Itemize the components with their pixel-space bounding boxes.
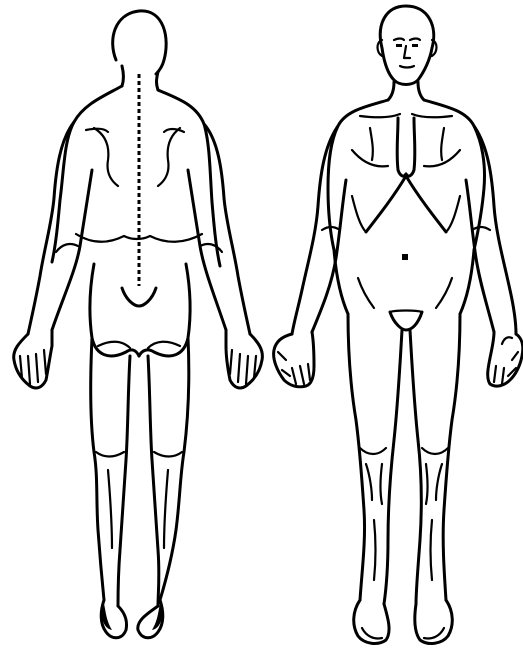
anterior-head	[378, 6, 437, 100]
anterior-torso	[328, 100, 485, 330]
anterior-left-leg	[348, 314, 402, 643]
anterior-left-arm	[274, 126, 346, 387]
anterior-right-arm	[466, 126, 523, 386]
anterior-right-leg	[410, 314, 460, 643]
